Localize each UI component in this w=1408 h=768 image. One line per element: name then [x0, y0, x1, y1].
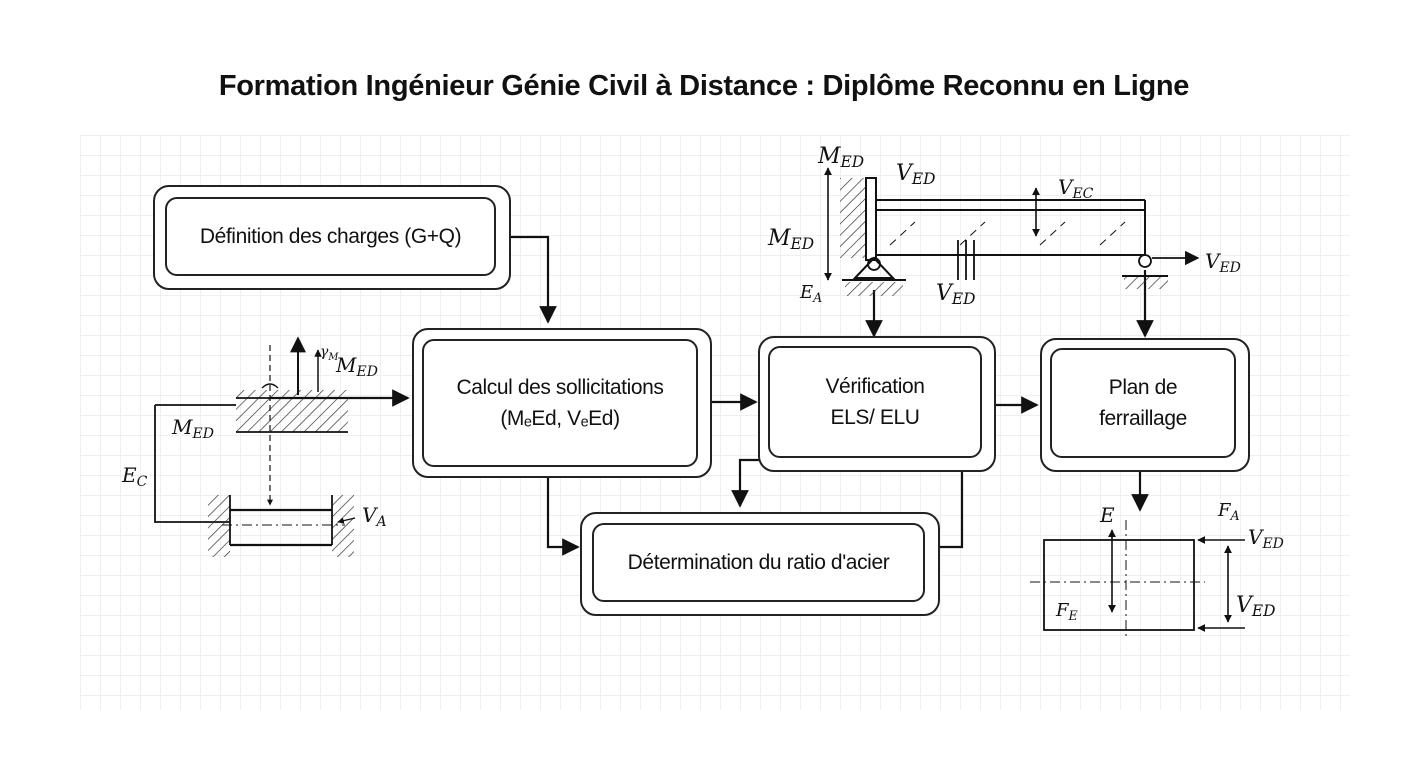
box-plan-line1: Plan de — [1108, 376, 1178, 399]
label-sect-f-a: FA — [1217, 500, 1240, 523]
label-beam-v-ed-right: VED — [1205, 249, 1241, 276]
box-calcul-outer — [412, 328, 712, 478]
box-plan-line2: ferraillage — [1099, 407, 1187, 430]
arrow-verification-to-ratio — [731, 458, 760, 508]
label-left-e-c: EC — [121, 463, 148, 490]
section-sketch — [1030, 520, 1245, 640]
box-ratio: Détermination du ratio d'acier — [592, 523, 925, 602]
box-calcul-line1: Calcul des sollicitations — [456, 376, 664, 399]
box-verification-outer — [758, 336, 996, 472]
line-verification-ratio-loop — [940, 470, 964, 549]
beam-sketch — [824, 167, 1200, 296]
label-left-v-a: VA — [362, 503, 387, 530]
box-calcul: Calcul des sollicitations (MₑEd, VₑEd) — [422, 339, 698, 467]
box-plan: Plan de ferraillage — [1050, 348, 1236, 458]
label-sect-v-ed-side: VED — [1236, 593, 1275, 620]
box-verification-line1: Vérification — [825, 375, 925, 398]
arrow-calcul-to-ratio — [546, 478, 580, 556]
label-beam-v-ec: VEC — [1058, 175, 1094, 202]
label-beam-m-ed-left: MED — [767, 226, 814, 253]
label-sect-v-ed-top: VED — [1248, 525, 1284, 552]
box-ratio-outer — [580, 512, 940, 616]
label-left-gamma: γM — [320, 344, 339, 363]
arrow-charges-to-calcul — [510, 235, 557, 324]
label-beam-v-ed-mid: VED — [936, 281, 975, 308]
box-charges-outer — [153, 185, 511, 290]
box-verification-line2: ELS/ ELU — [830, 406, 920, 429]
label-sect-e: E — [1099, 503, 1115, 527]
diagram-title: Formation Ingénieur Génie Civil à Distan… — [218, 70, 1190, 102]
left-structural-sketch — [154, 336, 356, 557]
label-left-m-ed-top: MED — [335, 353, 378, 380]
box-calcul-line2: (MₑEd, VₑEd) — [500, 407, 620, 430]
box-verification: Vérification ELS/ ELU — [768, 346, 982, 458]
box-charges-label: Définition des charges (G+Q) — [199, 225, 462, 248]
label-beam-v-ed-top: VED — [896, 161, 935, 188]
label-sect-f-e: FE — [1055, 600, 1078, 623]
box-charges: Définition des charges (G+Q) — [165, 197, 496, 276]
label-left-m-ed-side: MED — [171, 415, 214, 442]
box-ratio-label: Détermination du ratio d'acier — [627, 551, 890, 574]
label-beam-m-ed-top: MED — [817, 144, 864, 171]
box-plan-outer — [1040, 338, 1250, 472]
label-beam-e-a: EA — [799, 282, 822, 305]
